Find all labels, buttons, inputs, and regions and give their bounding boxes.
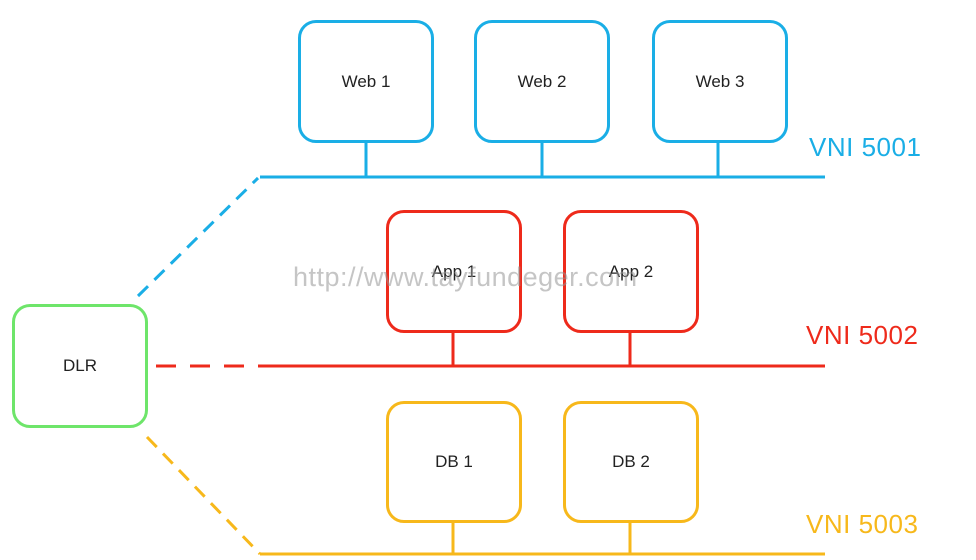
web-2-label: Web 2 — [517, 71, 567, 91]
dlr-to-vni-5003-link — [145, 435, 262, 556]
watermark-text: http://www.tayfundeger.com — [293, 262, 638, 292]
dlr-node: DLR — [12, 304, 148, 428]
vni-5002-label: VNI 5002 — [806, 320, 919, 350]
app-2-label: App 2 — [608, 261, 654, 281]
web-2-node: Web 2 — [474, 20, 610, 143]
vni-5001-label: VNI 5001 — [809, 132, 922, 162]
app-1-node: App 1 — [386, 210, 522, 333]
db-1-label: DB 1 — [435, 452, 473, 471]
web-1-node: Web 1 — [298, 20, 434, 143]
app-2-node: App 2 — [563, 210, 699, 333]
web-1-label: Web 1 — [341, 71, 391, 91]
db-2-node: DB 2 — [563, 401, 699, 523]
app-1-label: App 1 — [431, 261, 477, 281]
web-3-label: Web 3 — [695, 71, 745, 91]
web-3-node: Web 3 — [652, 20, 788, 143]
db-1-node: DB 1 — [386, 401, 522, 523]
db-2-label: DB 2 — [612, 452, 650, 471]
vni-5003-label: VNI 5003 — [806, 509, 919, 539]
dlr-to-vni-5001-link — [136, 176, 260, 298]
dlr-label: DLR — [62, 356, 97, 375]
